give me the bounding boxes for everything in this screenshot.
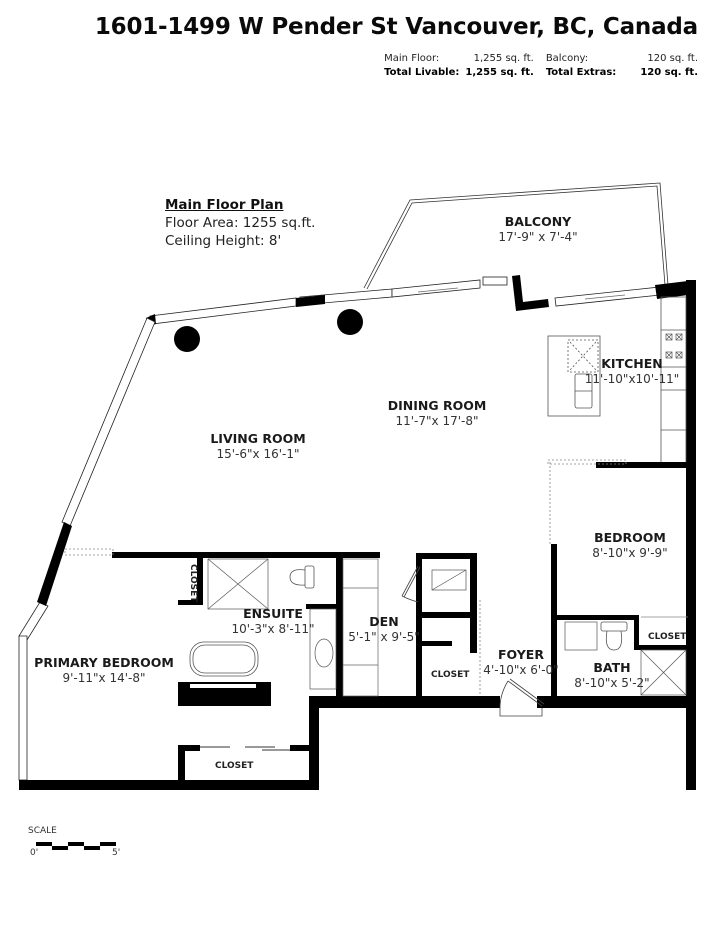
scale-start: 0' (30, 848, 39, 858)
top-window-wall (149, 279, 661, 325)
ensuite-closet-label: CLOSET (188, 564, 198, 603)
room-name: KITCHEN (601, 356, 663, 371)
ensuite-closet-walls (178, 556, 203, 605)
bath-sink (564, 621, 598, 651)
den-shelving (342, 558, 379, 697)
room-name: ENSUITE (243, 606, 303, 621)
property-address-title: 1601-1499 W Pender St Vancouver, BC, Can… (94, 14, 698, 40)
legend-ceiling-height: Ceiling Height: 8' (165, 233, 282, 249)
primary-closet-walls (178, 745, 312, 782)
den-storage-box (431, 569, 467, 591)
bath-toilet (600, 621, 628, 651)
vanity (309, 608, 337, 690)
primary-closet-sliding-doors (200, 746, 290, 751)
room-living-room: LIVING ROOM 15'-6"x 16'-1" (210, 431, 305, 461)
left-window-wall (18, 317, 156, 781)
ensuite-top-wall (112, 552, 380, 558)
room-kitchen: KITCHEN 11'-10"x10'-11" (585, 356, 679, 386)
room-name: LIVING ROOM (210, 431, 306, 446)
toilet (289, 565, 315, 589)
legend-title: Main Floor Plan (165, 197, 284, 213)
room-balcony: BALCONY 17'-9" x 7'-4" (498, 214, 577, 244)
room-primary-bedroom: PRIMARY BEDROOM 9'-11"x 14'-8" (34, 655, 174, 685)
room-name: BALCONY (504, 214, 572, 229)
main-floor-value: 1,255 sq. ft. (473, 53, 534, 64)
shower-stall (207, 558, 269, 610)
balcony-area-label: Balcony: (545, 53, 589, 64)
structural-column (337, 309, 363, 335)
left-wall-solid (37, 522, 72, 606)
total-extras-label: Total Extras: (545, 67, 617, 78)
room-name: PRIMARY BEDROOM (34, 655, 174, 670)
top-wall-solid (296, 295, 325, 307)
kitchen-island (547, 335, 601, 417)
entry-door (499, 678, 545, 717)
bedroom-closet-label: CLOSET (648, 632, 687, 642)
balcony-area-value: 120 sq. ft. (647, 53, 698, 64)
area-summary: Main Floor: 1,255 sq. ft. Balcony: 120 s… (384, 53, 698, 81)
main-floor-label: Main Floor: (384, 53, 440, 64)
room-name: DINING ROOM (387, 398, 487, 413)
den-walls (416, 553, 477, 696)
right-exterior-wall (655, 280, 696, 790)
room-name: FOYER (498, 647, 544, 662)
scale-label: SCALE (28, 826, 57, 836)
balcony-outline (363, 182, 669, 290)
den-door (401, 565, 421, 603)
room-foyer: FOYER 4'-10"x 6'-0" (483, 647, 558, 677)
bedroom-sliding-door (547, 459, 627, 545)
room-dimensions: 15'-6"x 16'-1" (216, 447, 300, 461)
room-dimensions: 8'-10"x 9'-9" (592, 546, 668, 560)
scale-end: 5' (112, 848, 121, 858)
room-dimensions: 9'-11"x 14'-8" (62, 671, 146, 685)
balcony-notch-wall (482, 275, 549, 311)
room-dimensions: 10'-3"x 8'-11" (231, 622, 315, 636)
ensuite-inner-walls (306, 556, 343, 696)
room-ensuite: ENSUITE 10'-3"x 8'-11" (231, 606, 314, 636)
room-dimensions: 5'-1" x 9'-5" (348, 630, 420, 644)
room-dimensions: 4'-10"x 6'-0" (483, 663, 559, 677)
room-bath: BATH 8'-10"x 5'-2" (574, 660, 649, 690)
room-dimensions: 17'-9" x 7'-4" (498, 230, 578, 244)
bath-shower (640, 649, 687, 696)
room-dimensions: 11'-10"x10'-11" (584, 372, 680, 386)
room-name: DEN (369, 614, 399, 629)
structural-column (174, 326, 200, 352)
floor-plan-legend: Main Floor Plan Floor Area: 1255 sq.ft. … (165, 196, 315, 250)
scale-bar (36, 842, 116, 850)
room-name: BEDROOM (594, 530, 666, 545)
room-name: BATH (593, 660, 631, 675)
sliding-door (64, 548, 114, 556)
cooktop-icon (665, 333, 683, 359)
den-closet-label: CLOSET (431, 670, 470, 680)
total-livable-value: 1,255 sq. ft. (465, 67, 534, 78)
primary-closet-label: CLOSET (215, 761, 254, 771)
bathtub (189, 641, 259, 677)
room-den: DEN 5'-1" x 9'-5" (348, 614, 420, 644)
room-dining-room: DINING ROOM 11'-7"x 17'-8" (388, 398, 487, 428)
scale-legend: SCALE 0' 5' (28, 826, 120, 858)
room-dimensions: 11'-7"x 17'-8" (395, 414, 479, 428)
room-dimensions: 8'-10"x 5'-2" (574, 676, 650, 690)
bottom-exterior-wall (19, 696, 696, 790)
room-bedroom: BEDROOM 8'-10"x 9'-9" (592, 530, 667, 560)
legend-floor-area: Floor Area: 1255 sq.ft. (165, 215, 316, 231)
total-extras-value: 120 sq. ft. (640, 67, 698, 78)
total-livable-label: Total Livable: (384, 67, 460, 78)
bedroom-walls (551, 462, 692, 696)
